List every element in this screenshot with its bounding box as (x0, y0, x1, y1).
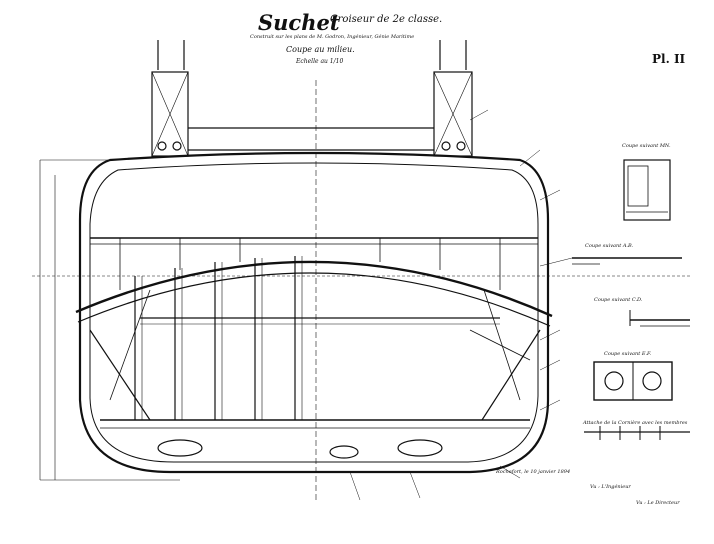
section-cd-label: Coupe suivant C.D. (594, 297, 643, 303)
section-mn-label: Coupe suivant MN. (622, 143, 671, 149)
section-title: Coupe au milieu. (286, 45, 355, 54)
signature-left: Vu : L'Ingénieur (590, 484, 631, 490)
section-ab-label: Coupe suivant A.B. (585, 243, 634, 249)
drawing-title: Suchet (258, 10, 340, 35)
drawing-subtitle: Croiseur de 2e classe. (330, 14, 443, 25)
detail-label: Attache de la Cornière avec les membres (583, 420, 688, 426)
drawing-lead-note: Construit sur les plans de M. Godron, In… (250, 34, 415, 40)
signature-right: Vu : Le Directeur (636, 500, 680, 506)
date-note: Rochefort, le 10 janvier 1894 (496, 469, 571, 475)
scale-note: Echelle au 1/10 (296, 58, 344, 65)
plate-number: Pl. II (652, 52, 686, 66)
section-ef-label: Coupe suivant E.F. (604, 351, 652, 357)
